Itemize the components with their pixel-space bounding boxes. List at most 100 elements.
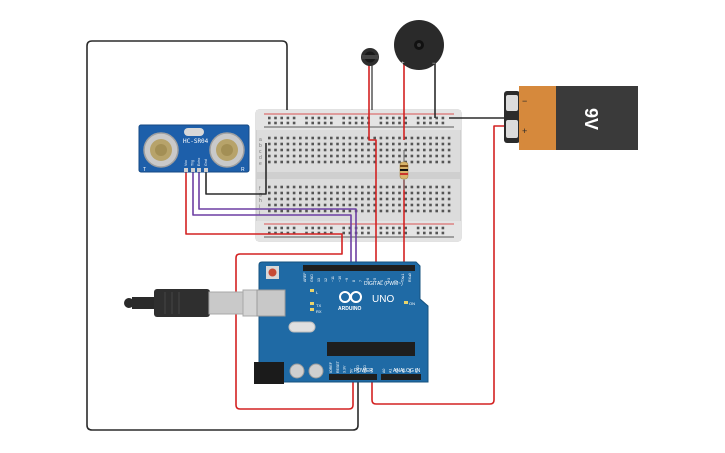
- breadboard-hole[interactable]: [311, 148, 314, 152]
- breadboard-hole[interactable]: [361, 121, 364, 125]
- breadboard-hole[interactable]: [305, 226, 308, 230]
- breadboard-hole[interactable]: [385, 160, 389, 164]
- breadboard-hole[interactable]: [367, 148, 370, 152]
- breadboard-hole[interactable]: [404, 136, 407, 140]
- breadboard-hole[interactable]: [392, 121, 395, 125]
- breadboard-hole[interactable]: [280, 185, 283, 189]
- breadboard-hole[interactable]: [447, 136, 451, 140]
- breadboard-hole[interactable]: [379, 136, 383, 140]
- breadboard-hole[interactable]: [317, 226, 321, 230]
- breadboard-hole[interactable]: [392, 154, 395, 158]
- breadboard-hole[interactable]: [292, 160, 296, 164]
- breadboard-hole[interactable]: [317, 142, 321, 146]
- breadboard-hole[interactable]: [441, 136, 445, 140]
- breadboard-hole[interactable]: [385, 154, 389, 158]
- breadboard-hole[interactable]: [317, 191, 321, 195]
- breadboard-hole[interactable]: [323, 116, 327, 120]
- breadboard-hole[interactable]: [348, 116, 352, 120]
- breadboard-hole[interactable]: [404, 185, 407, 189]
- breadboard-hole[interactable]: [286, 209, 290, 213]
- breadboard-hole[interactable]: [342, 191, 345, 195]
- breadboard-hole[interactable]: [447, 209, 451, 213]
- breadboard-hole[interactable]: [268, 191, 271, 195]
- breadboard-hole[interactable]: [323, 231, 327, 235]
- breadboard-hole[interactable]: [423, 148, 426, 152]
- breadboard-hole[interactable]: [342, 116, 345, 120]
- breadboard-hole[interactable]: [385, 136, 389, 140]
- breadboard-hole[interactable]: [311, 197, 314, 201]
- breadboard-hole[interactable]: [435, 197, 438, 201]
- breadboard-hole[interactable]: [305, 121, 308, 125]
- breadboard-hole[interactable]: [292, 197, 296, 201]
- breadboard-hole[interactable]: [348, 185, 352, 189]
- breadboard-hole[interactable]: [280, 160, 283, 164]
- breadboard-hole[interactable]: [311, 209, 314, 213]
- breadboard-hole[interactable]: [268, 142, 271, 146]
- breadboard-hole[interactable]: [410, 185, 414, 189]
- breadboard-hole[interactable]: [435, 209, 438, 213]
- breadboard-hole[interactable]: [361, 154, 364, 158]
- breadboard-hole[interactable]: [323, 121, 327, 125]
- breadboard-hole[interactable]: [373, 197, 376, 201]
- breadboard-hole[interactable]: [367, 226, 370, 230]
- breadboard-hole[interactable]: [410, 160, 414, 164]
- breadboard-hole[interactable]: [423, 116, 426, 120]
- breadboard-hole[interactable]: [435, 203, 438, 207]
- breadboard-hole[interactable]: [429, 185, 432, 189]
- breadboard-hole[interactable]: [274, 185, 277, 189]
- breadboard-hole[interactable]: [342, 121, 345, 125]
- breadboard-hole[interactable]: [336, 136, 339, 140]
- breadboard-hole[interactable]: [299, 203, 302, 207]
- breadboard-hole[interactable]: [354, 203, 358, 207]
- breadboard-hole[interactable]: [429, 136, 432, 140]
- breadboard-hole[interactable]: [379, 191, 383, 195]
- breadboard-hole[interactable]: [423, 197, 426, 201]
- breadboard-hole[interactable]: [311, 116, 314, 120]
- breadboard-hole[interactable]: [274, 136, 277, 140]
- breadboard-hole[interactable]: [435, 148, 438, 152]
- breadboard-hole[interactable]: [323, 191, 327, 195]
- breadboard-hole[interactable]: [379, 203, 383, 207]
- breadboard-hole[interactable]: [423, 191, 426, 195]
- breadboard-hole[interactable]: [441, 185, 445, 189]
- breadboard-hole[interactable]: [305, 191, 308, 195]
- breadboard-hole[interactable]: [435, 142, 438, 146]
- breadboard-hole[interactable]: [330, 148, 333, 152]
- breadboard-hole[interactable]: [311, 154, 314, 158]
- breadboard-hole[interactable]: [280, 191, 283, 195]
- breadboard-hole[interactable]: [274, 116, 277, 120]
- wire-sensor-trig[interactable]: [192, 170, 352, 268]
- breadboard-hole[interactable]: [385, 231, 389, 235]
- breadboard-hole[interactable]: [392, 226, 395, 230]
- resistor[interactable]: [399, 150, 409, 190]
- breadboard-hole[interactable]: [361, 136, 364, 140]
- breadboard-hole[interactable]: [323, 160, 327, 164]
- breadboard-hole[interactable]: [441, 160, 445, 164]
- breadboard-hole[interactable]: [348, 160, 352, 164]
- breadboard-hole[interactable]: [317, 148, 321, 152]
- breadboard-hole[interactable]: [354, 154, 358, 158]
- breadboard-hole[interactable]: [373, 148, 376, 152]
- breadboard-hole[interactable]: [330, 185, 333, 189]
- breadboard-hole[interactable]: [292, 142, 296, 146]
- breadboard-hole[interactable]: [348, 231, 352, 235]
- breadboard-hole[interactable]: [435, 231, 438, 235]
- breadboard-hole[interactable]: [348, 191, 352, 195]
- breadboard-hole[interactable]: [429, 154, 432, 158]
- breadboard-hole[interactable]: [423, 154, 426, 158]
- breadboard-hole[interactable]: [348, 148, 352, 152]
- breadboard-hole[interactable]: [429, 148, 432, 152]
- breadboard-hole[interactable]: [385, 197, 389, 201]
- breadboard-hole[interactable]: [299, 185, 302, 189]
- wire-sensor-gnd[interactable]: [205, 143, 267, 195]
- breadboard-hole[interactable]: [286, 142, 290, 146]
- breadboard-hole[interactable]: [361, 191, 364, 195]
- breadboard-hole[interactable]: [354, 136, 358, 140]
- breadboard-hole[interactable]: [311, 142, 314, 146]
- breadboard-hole[interactable]: [404, 203, 407, 207]
- breadboard-hole[interactable]: [385, 191, 389, 195]
- breadboard-hole[interactable]: [330, 209, 333, 213]
- breadboard-hole[interactable]: [299, 136, 302, 140]
- breadboard-hole[interactable]: [342, 209, 345, 213]
